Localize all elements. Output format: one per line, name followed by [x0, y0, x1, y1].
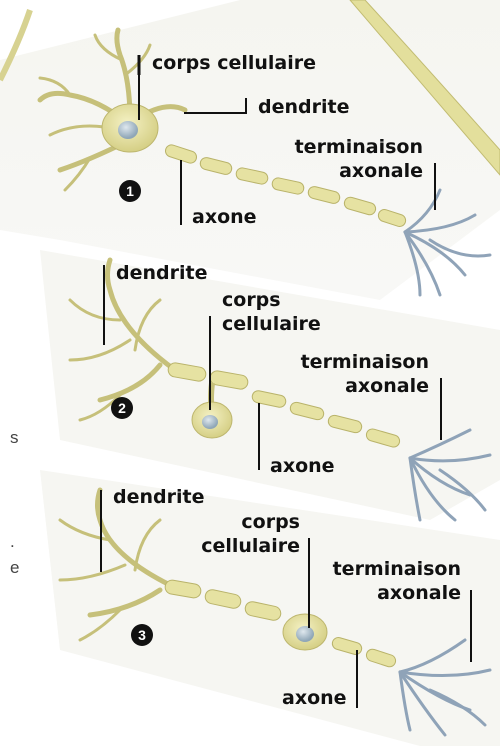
neuron-2-nucleus: [202, 415, 218, 429]
n2-cell-body-label: corps cellulaire: [222, 288, 332, 336]
n2-axon-label: axone: [270, 455, 335, 477]
n1-axon-terminal-label: terminaison axonale: [233, 135, 423, 183]
n3-dendrite-label: dendrite: [113, 486, 204, 508]
edge-fragment-3: e: [10, 558, 19, 578]
neuron-1-number-badge: 1: [119, 180, 141, 202]
n1-cell-body-label: corps cellulaire: [152, 52, 316, 74]
n2-dendrite-label: dendrite: [116, 262, 207, 284]
n1-axon-label: axone: [192, 206, 257, 228]
neuron-2-number-badge: 2: [111, 397, 133, 419]
n3-axon-label: axone: [282, 687, 347, 709]
neuron-3-number-badge: 3: [131, 624, 153, 646]
n1-dendrite-label: dendrite: [258, 96, 349, 118]
edge-fragment-2: .: [10, 532, 15, 552]
edge-fragment-1: s: [10, 428, 19, 448]
neuron-3-nucleus: [296, 626, 314, 642]
n3-axon-terminal-label: terminaison axonale: [271, 557, 461, 605]
n2-axon-terminal-label: terminaison axonale: [239, 350, 429, 398]
n3-cell-body-label: corps cellulaire: [180, 510, 300, 558]
neuron-1-nucleus: [118, 121, 138, 139]
